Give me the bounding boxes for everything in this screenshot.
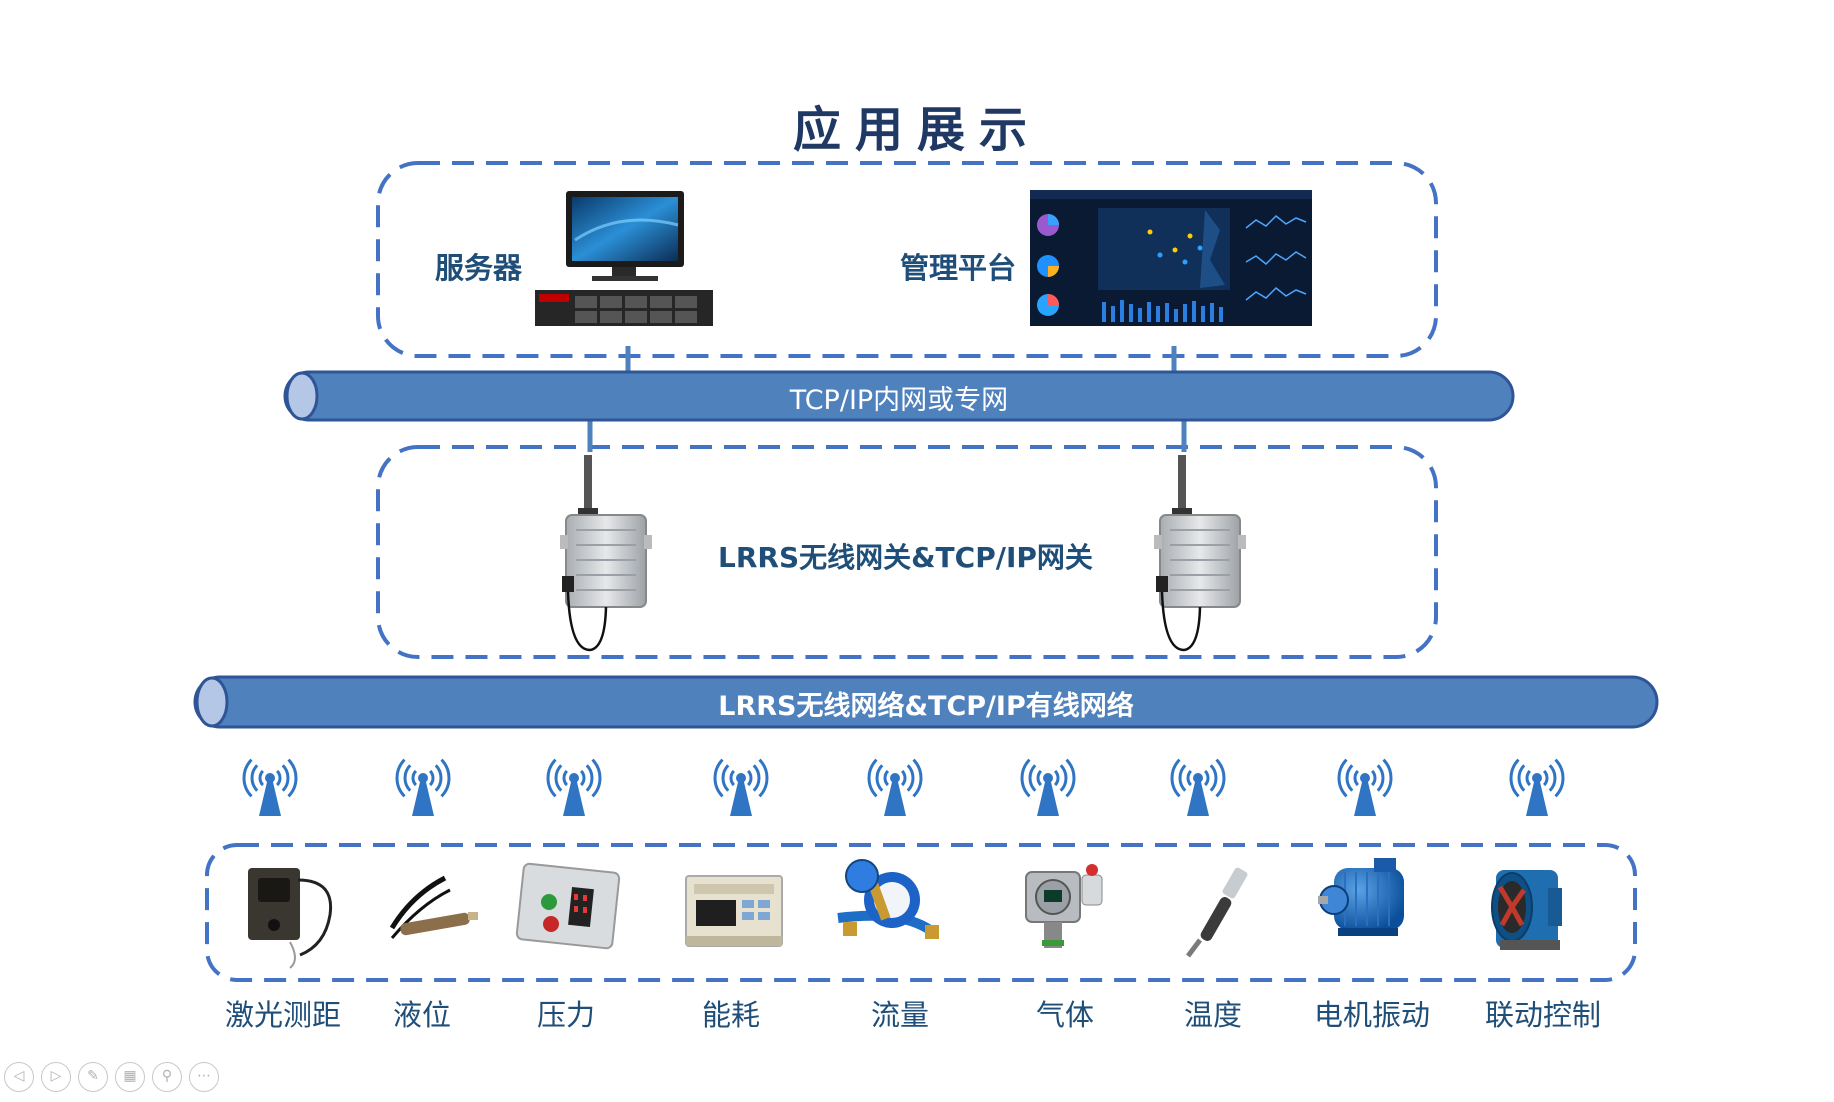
wireless-signal-icon [869,760,921,816]
wireless-signal-icon [1339,760,1391,816]
zoom-button[interactable]: ⚲ [152,1062,182,1092]
previous-slide-button[interactable]: ◁ [4,1062,34,1092]
wireless-pipe-label: LRRS无线网络&TCP/IP有线网络 [195,684,1657,723]
sensor-label: 流量 [871,992,929,1034]
sensor-label: 气体 [1036,992,1094,1034]
wireless-signal-icon [1511,760,1563,816]
gateway-device-icon-left [560,455,652,650]
wireless-signal-icon [397,760,449,816]
energy-meter-icon [686,876,782,946]
motor-icon [1318,858,1404,936]
tcp-ip-pipe-label: TCP/IP内网或专网 [285,378,1513,417]
wireless-signal-icon [244,760,296,816]
sensor-label: 联动控制 [1485,992,1601,1034]
sensor-label: 电机振动 [1314,992,1430,1034]
axial-fan-icon [1492,870,1562,950]
sensor-label: 液位 [393,992,451,1034]
pen-tool-button[interactable]: ✎ [78,1062,108,1092]
gateway-label: LRRS无线网关&TCP/IP网关 [718,536,1093,576]
platform-label: 管理平台 [900,245,1016,287]
wireless-signal-icon [1172,760,1224,816]
gateway-device-icon-right [1154,455,1246,650]
temperature-probe-icon [1188,867,1249,956]
level-probe-icon [392,878,478,938]
sensor-label: 能耗 [702,992,760,1034]
page-title: 应用展示 [0,90,1834,160]
server-icon [535,191,713,326]
water-meter-icon [838,860,939,939]
gas-detector-icon [1026,864,1102,948]
dashboard-screenshot-icon [1030,190,1312,326]
wireless-signal-icon [715,760,767,816]
sensor-label: 激光测距 [225,992,341,1034]
all-slides-button[interactable]: ▦ [115,1062,145,1092]
next-slide-button[interactable]: ▷ [41,1062,71,1092]
more-options-button[interactable]: ⋯ [189,1062,219,1092]
wireless-signal-icon [548,760,600,816]
server-label: 服务器 [435,245,522,287]
pressure-sensor-icon [516,863,619,949]
sensor-group-box [207,845,1635,980]
laser-rangefinder-icon [248,868,331,968]
slideshow-toolbar: ◁ ▷ ✎ ▦ ⚲ ⋯ [4,1062,219,1092]
wireless-signal-icon [1022,760,1074,816]
sensor-label: 压力 [537,992,595,1034]
sensor-label: 温度 [1184,992,1242,1034]
